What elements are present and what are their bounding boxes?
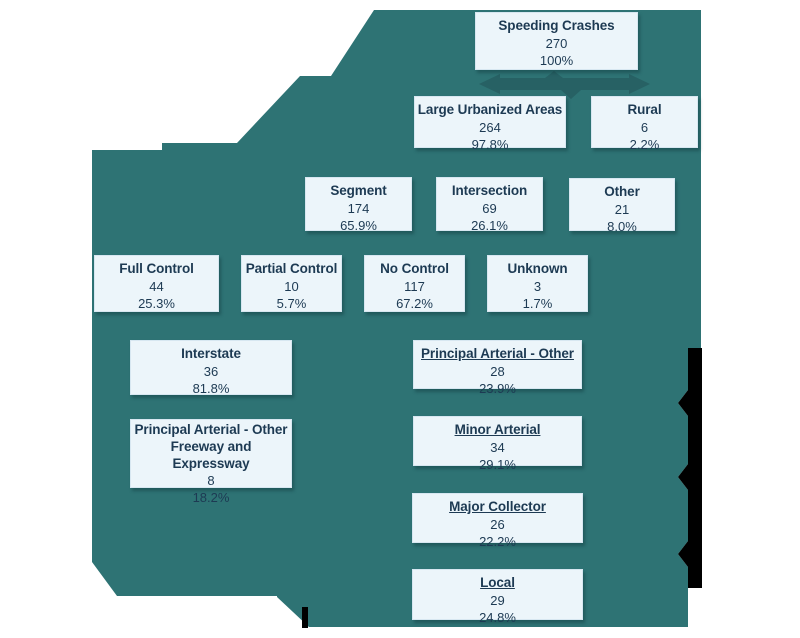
node-title: Speeding Crashes — [498, 18, 615, 33]
node-percent: 22.2% — [479, 534, 516, 549]
divergent-arrow — [479, 71, 650, 99]
node-value: 44 — [149, 278, 164, 294]
node-major-collector: Major Collector 26 22.2% — [412, 493, 583, 549]
node-value: 6 — [640, 119, 649, 135]
node-value: 10 — [284, 278, 299, 294]
node-value: 270 — [545, 35, 568, 51]
node-title: Partial Control — [245, 261, 338, 276]
node-percent: 25.3% — [138, 296, 175, 311]
node-segment: Segment 174 65.9% — [305, 177, 412, 233]
node-value: 174 — [347, 200, 370, 216]
node-percent: 5.7% — [276, 296, 307, 311]
node-full-control: Full Control 44 25.3% — [94, 255, 219, 312]
node-large-urbanized-areas: Large Urbanized Areas 264 97.8% — [414, 96, 566, 152]
node-value: 3 — [533, 278, 542, 294]
node-percent: 1.7% — [522, 296, 553, 311]
node-interstate: Interstate 36 81.8% — [130, 340, 292, 396]
node-title: Principal Arterial - Other Freeway and E… — [134, 422, 288, 471]
node-percent: 24.8% — [479, 610, 516, 625]
node-principal-arterial-other: Principal Arterial - Other 28 23.9% — [413, 340, 582, 396]
node-title: Large Urbanized Areas — [417, 102, 563, 117]
node-percent: 18.2% — [192, 490, 230, 505]
node-value: 26 — [490, 516, 505, 532]
node-percent: 100% — [539, 53, 574, 68]
node-intersection: Intersection 69 26.1% — [436, 177, 543, 233]
node-value: 28 — [490, 363, 505, 379]
node-principal-arterial-other-freeway-and-expressway: Principal Arterial - Other Freeway and E… — [130, 419, 292, 505]
shadow-sliver — [302, 607, 308, 628]
node-value: 34 — [490, 439, 505, 455]
node-percent: 29.1% — [479, 457, 516, 472]
node-title: Full Control — [119, 261, 194, 276]
node-title: Other — [604, 184, 640, 199]
node-percent: 26.1% — [471, 218, 508, 233]
node-value: 8 — [207, 473, 215, 488]
node-title: Rural — [627, 102, 662, 117]
node-value: 69 — [482, 200, 497, 216]
node-title: Local — [480, 575, 515, 590]
node-percent: 23.9% — [479, 381, 516, 396]
node-title: Interstate — [181, 346, 241, 361]
node-title: Unknown — [507, 261, 568, 276]
node-title: Minor Arterial — [454, 422, 541, 437]
node-other: Other 21 8.0% — [569, 178, 675, 234]
node-local: Local 29 24.8% — [412, 569, 583, 625]
node-value: 36 — [203, 363, 219, 379]
node-unknown: Unknown 3 1.7% — [487, 255, 588, 312]
node-no-control: No Control 117 67.2% — [364, 255, 465, 312]
node-title: Principal Arterial - Other — [421, 346, 574, 361]
node-percent: 67.2% — [396, 296, 433, 311]
node-speeding-crashes: Speeding Crashes 270 100% — [475, 12, 638, 70]
node-title: Segment — [330, 183, 387, 198]
node-title: No Control — [380, 261, 449, 276]
node-title: Major Collector — [449, 499, 546, 514]
node-partial-control: Partial Control 10 5.7% — [241, 255, 342, 312]
node-percent: 97.8% — [471, 137, 509, 152]
node-value: 117 — [404, 278, 425, 294]
node-title: Intersection — [451, 183, 528, 198]
node-value: 264 — [479, 119, 501, 135]
node-rural: Rural 6 2.2% — [591, 96, 698, 152]
node-percent: 81.8% — [192, 381, 230, 396]
node-value: 29 — [490, 592, 505, 608]
shadow-strip — [678, 348, 702, 588]
node-minor-arterial: Minor Arterial 34 29.1% — [413, 416, 582, 472]
node-value: 21 — [614, 201, 630, 217]
node-percent: 8.0% — [607, 219, 637, 234]
node-percent: 65.9% — [340, 218, 377, 233]
node-percent: 2.2% — [629, 137, 660, 152]
